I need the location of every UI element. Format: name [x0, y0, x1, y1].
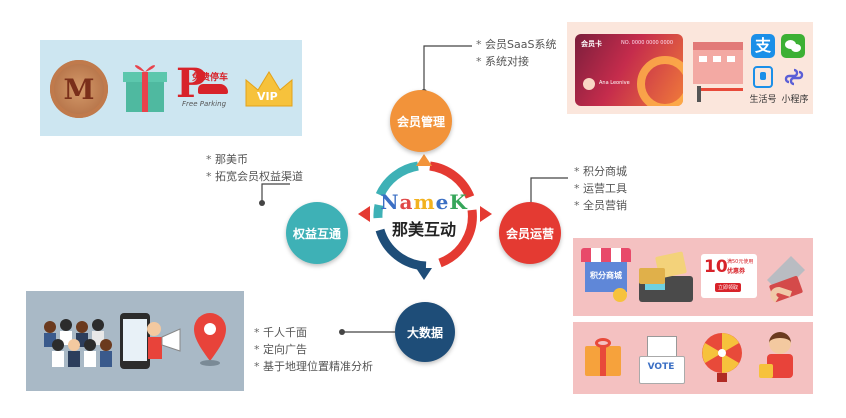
coupon-text-1: 满50元使用 — [727, 259, 754, 265]
node-label: 大数据 — [406, 325, 443, 340]
vote-box-icon: VOTE — [639, 336, 685, 384]
phone-megaphone-icon — [120, 313, 181, 369]
arrow-right — [480, 206, 492, 222]
card-avatar — [583, 78, 595, 90]
member-card: 会员卡 NO. 0000 0000 0000 Ana Leonive — [575, 34, 683, 106]
node-benefit-exchange: 权益互通 — [286, 202, 348, 264]
bullet-item: 系统对接 — [476, 53, 556, 70]
gift-icon — [123, 65, 167, 112]
center-logo: NameK 那美互动 — [376, 190, 472, 240]
panel-operations-tools: 积分商城 10 满50元使用 优惠券 立即领取 — [573, 238, 813, 316]
bullet-item: 积分商城 — [574, 163, 627, 180]
bullet-item: 全员营销 — [574, 197, 627, 214]
brand-name: 那美互动 — [391, 220, 456, 239]
panel-membership-benefits: M P 免费停车 Free Parking VIP — [40, 40, 302, 136]
pos-terminal-icon — [639, 251, 693, 302]
lucky-wheel-icon — [702, 333, 742, 382]
node-label: 会员管理 — [396, 114, 445, 129]
arrow-up — [416, 154, 432, 166]
node-label: 权益互通 — [292, 226, 341, 241]
logo-letter: K — [449, 190, 468, 214]
parking-gate-icon — [693, 42, 743, 102]
panel-big-data — [26, 291, 244, 391]
bullet-item: 基于地理位置精准分析 — [254, 358, 373, 375]
coupon-card: 10 满50元使用 优惠券 立即领取 — [701, 254, 757, 298]
vote-label: VOTE — [647, 362, 675, 372]
logo-letter: a — [399, 190, 414, 214]
car-icon — [198, 84, 228, 94]
gift-box-icon — [585, 338, 621, 378]
points-shop-icon: 积分商城 — [581, 248, 631, 304]
mini-program-label: 小程序 — [781, 95, 809, 105]
coupon-button: 立即领取 — [715, 283, 742, 292]
lifestyle-account-icon — [753, 66, 773, 88]
crowd-icon — [44, 319, 112, 367]
card-number: NO. 0000 0000 0000 — [621, 40, 674, 46]
crown-icon — [245, 71, 293, 107]
node-label: 会员运营 — [505, 226, 554, 241]
bullets-member-operations: 积分商城 运营工具 全员营销 — [574, 163, 627, 214]
bullets-benefit-exchange: 那美币 拓宽会员权益渠道 — [206, 151, 303, 185]
bullet-item: 定向广告 — [254, 341, 373, 358]
arrow-left — [358, 206, 370, 222]
alipay-icon: 支 — [751, 34, 775, 58]
parking-title: 免费停车 — [192, 73, 229, 83]
lifestyle-account-label: 生活号 — [749, 95, 777, 105]
points-shop-label: 积分商城 — [590, 271, 622, 280]
bullet-item: 会员SaaS系统 — [476, 36, 556, 53]
wechat-icon — [781, 34, 805, 58]
kid-character-icon — [759, 332, 803, 386]
bullet-item: 那美币 — [206, 151, 303, 168]
logo-letter: m — [413, 190, 436, 214]
vip-label: VIP — [257, 90, 278, 103]
coupon-text-2: 优惠券 — [727, 268, 746, 275]
parking-subtitle: Free Parking — [182, 100, 227, 108]
coin-icon: M — [50, 60, 108, 118]
node-member-management: 会员管理 — [390, 90, 452, 152]
logo-letter: N — [380, 190, 400, 214]
card-holder: Ana Leonive — [599, 80, 630, 86]
coin-letter: M — [63, 72, 95, 106]
parking-badge: P 免费停车 Free Parking — [176, 60, 229, 109]
arrow-down — [416, 268, 432, 280]
bullets-big-data: 千人千面 定向广告 基于地理位置精准分析 — [254, 324, 373, 375]
bullets-member-management: 会员SaaS系统 系统对接 — [476, 36, 556, 70]
card-swipe-icon — [767, 256, 805, 303]
panel-member-system: 会员卡 NO. 0000 0000 0000 Ana Leonive 支 生活号… — [567, 22, 813, 114]
location-pin-icon — [194, 313, 226, 366]
panel-marketing-tools: VOTE — [573, 322, 813, 394]
bullet-item: 拓宽会员权益渠道 — [206, 168, 303, 185]
mini-program-icon — [783, 66, 805, 88]
node-big-data: 大数据 — [395, 302, 455, 362]
node-member-operations: 会员运营 — [499, 202, 561, 264]
bullet-item: 千人千面 — [254, 324, 373, 341]
logo-letter: e — [435, 190, 450, 214]
bullet-item: 运营工具 — [574, 180, 627, 197]
coupon-value: 10 — [704, 257, 728, 277]
card-title: 会员卡 — [581, 40, 602, 48]
logo-word: NameK — [376, 190, 472, 214]
